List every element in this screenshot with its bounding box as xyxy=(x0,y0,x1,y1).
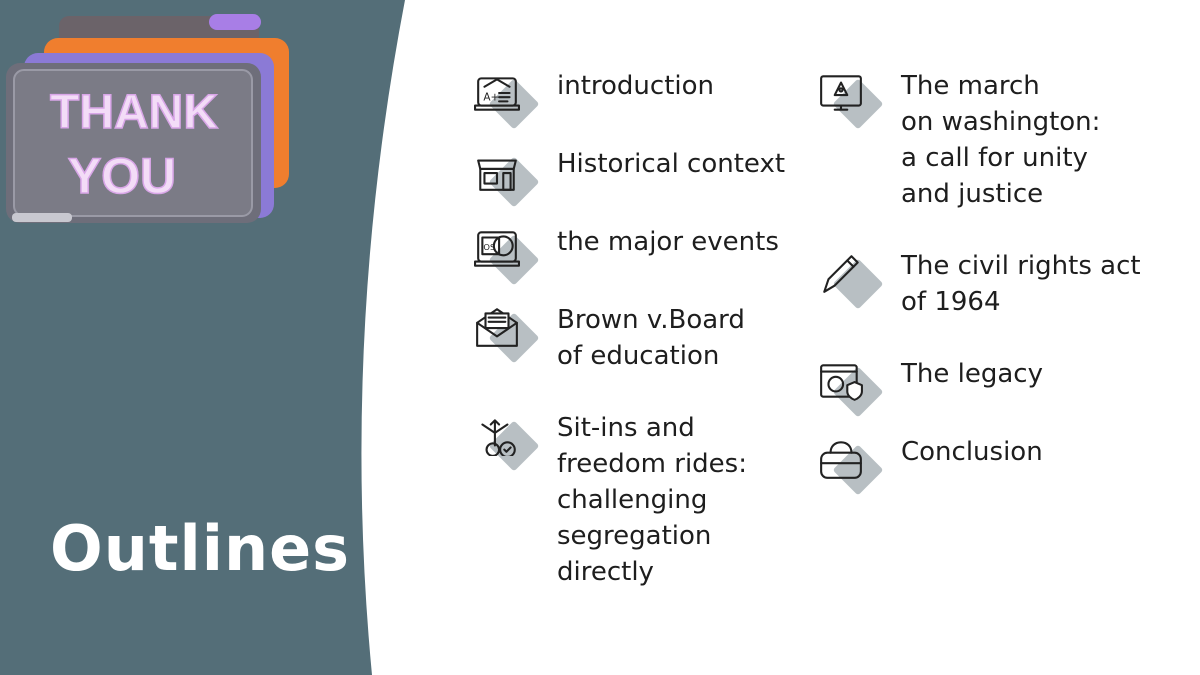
outline-item-label: introduction xyxy=(557,71,715,101)
outline-item: The legacy xyxy=(818,359,1043,420)
svg-text:THANK: THANK xyxy=(50,86,218,139)
outline-item: Historical context xyxy=(474,149,785,210)
outline-item-label: The civil rights act of 1964 xyxy=(901,251,1141,317)
pen-icon xyxy=(818,252,884,312)
outline-item-label: Brown v.Board of education xyxy=(557,305,745,371)
svg-text:OS: OS xyxy=(483,242,495,252)
outline-item: Brown v.Board of education xyxy=(474,305,745,374)
outline-item: The march on washington: a call for unit… xyxy=(818,71,1100,212)
pen-tool-monitor-icon xyxy=(818,72,884,132)
slide-title: Outlines xyxy=(50,512,351,585)
outline-item: Sit-ins and freedom rides: challenging s… xyxy=(474,413,747,590)
outline-item-label: Sit-ins and freedom rides: challenging s… xyxy=(557,413,747,587)
outline-item: OS the major events xyxy=(474,227,779,288)
laptop-grade-icon: A+ xyxy=(474,72,540,132)
outline-item-label: The march on washington: a call for unit… xyxy=(901,71,1101,209)
direction-arrows-check-icon xyxy=(474,414,540,474)
outline-item-label: the major events xyxy=(557,227,779,257)
outline-item: A+ introduction xyxy=(474,71,714,132)
outline-item-label: Conclusion xyxy=(901,437,1043,467)
outline-item-label: Historical context xyxy=(557,149,786,179)
browser-shield-icon xyxy=(818,360,884,420)
outline-item: Conclusion xyxy=(818,437,1043,498)
thank-you-folder-image: THANK YOU xyxy=(4,8,294,223)
svg-text:YOU: YOU xyxy=(68,148,176,204)
storefront-icon xyxy=(474,150,540,210)
bag-icon xyxy=(818,438,884,498)
svg-text:A+: A+ xyxy=(483,91,499,103)
outline-item: The civil rights act of 1964 xyxy=(818,251,1141,320)
outline-item-label: The legacy xyxy=(901,359,1043,389)
open-envelope-icon xyxy=(474,306,540,366)
os-disc-laptop-icon: OS xyxy=(474,228,540,288)
